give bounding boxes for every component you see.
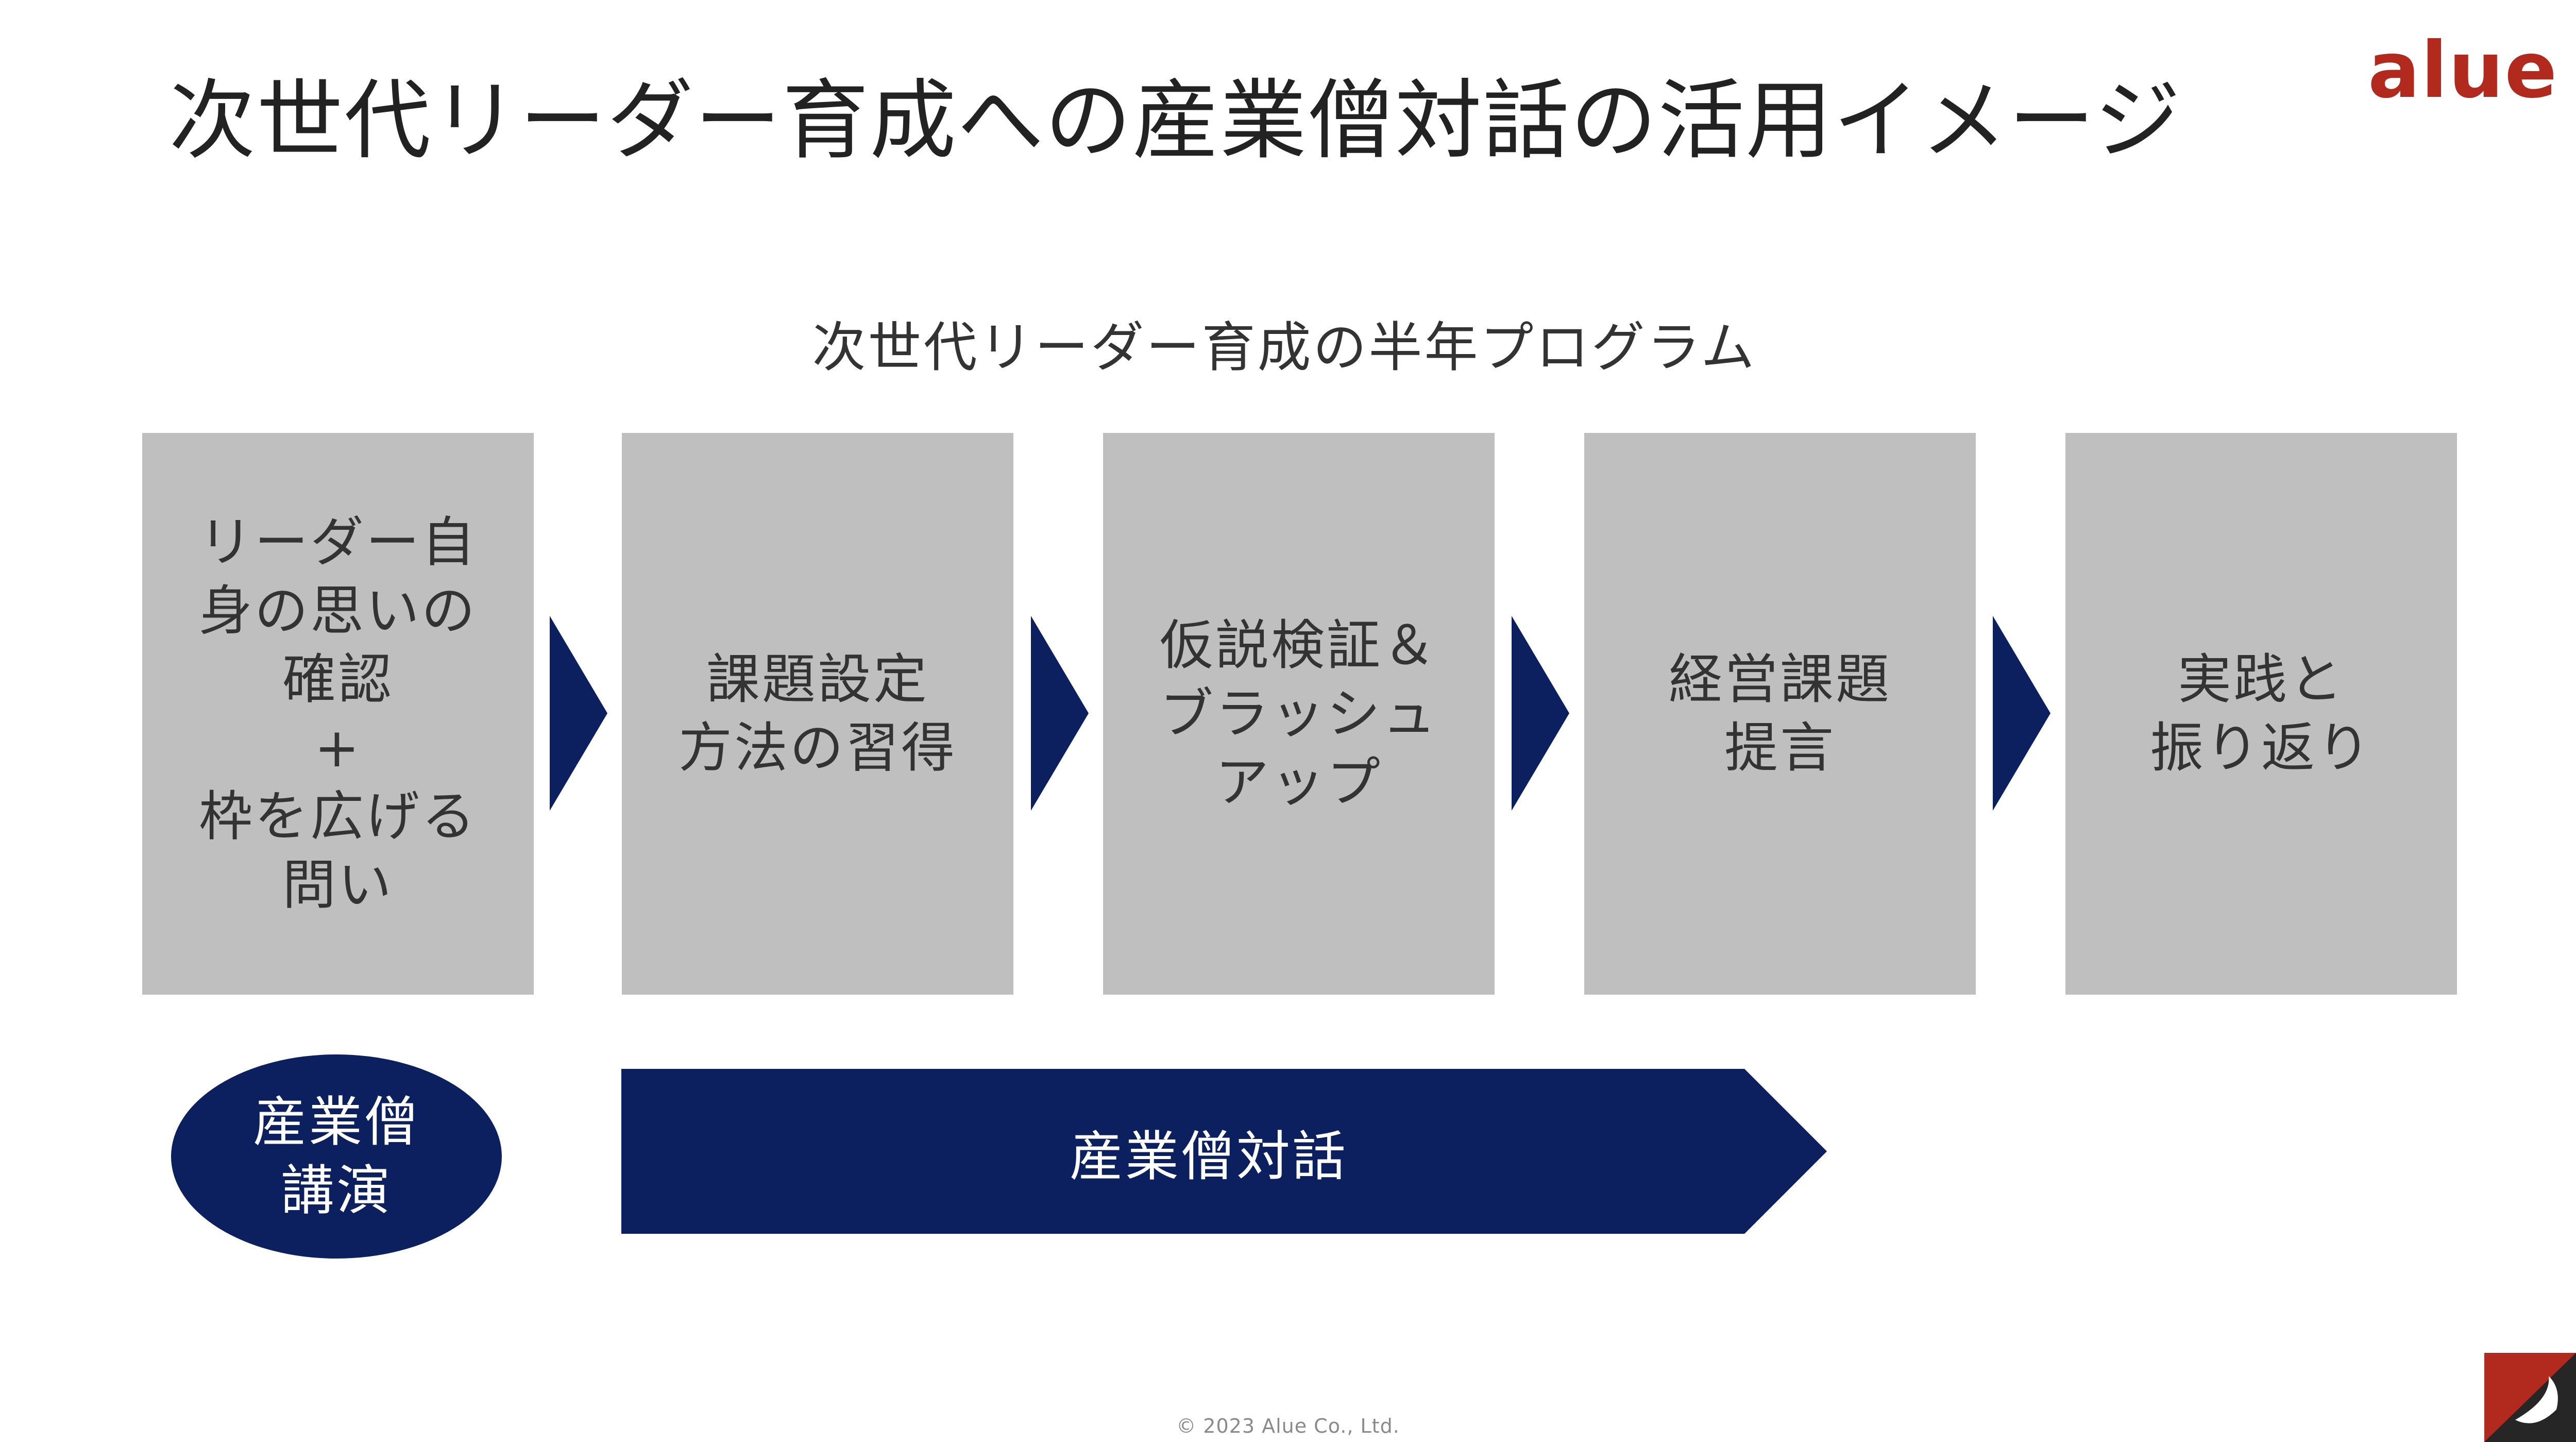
copyright-text: © 2023 Alue Co., Ltd. xyxy=(1176,1415,1400,1437)
step-label-2: 課題設定 方法の習得 xyxy=(678,648,957,779)
step-label-5: 実践と 振り返り xyxy=(2149,648,2372,779)
lecture-ellipse: 産業僧 講演 xyxy=(171,1054,502,1259)
step-label-3: 仮説検証＆ ブラッシュ アップ xyxy=(1159,613,1438,814)
step-box-2: 課題設定 方法の習得 xyxy=(622,433,1013,995)
chevron-right-icon xyxy=(1512,616,1569,811)
step-box-3: 仮説検証＆ ブラッシュ アップ xyxy=(1103,433,1495,995)
chevron-right-icon xyxy=(1031,616,1089,811)
brand-corner-icon xyxy=(2484,1353,2576,1442)
chevron-right-icon xyxy=(550,616,607,811)
dialogue-label: 産業僧対話 xyxy=(1069,1125,1348,1188)
chevron-right-icon xyxy=(1993,616,2050,811)
program-title: 次世代リーダー育成の半年プログラム xyxy=(812,316,1757,379)
lecture-label: 産業僧 講演 xyxy=(252,1091,420,1222)
step-box-1: リーダー自 身の思いの 確認 + 枠を広げる 問い xyxy=(142,433,534,995)
step-label-4: 経営課題 提言 xyxy=(1668,648,1891,779)
step-box-5: 実践と 振り返り xyxy=(2065,433,2457,995)
brand-logo: alue xyxy=(2368,26,2558,115)
slide-title: 次世代リーダー育成への産業僧対話の活用イメージ xyxy=(169,70,2182,171)
step-label-1: リーダー自 身の思いの 確認 + 枠を広げる 問い xyxy=(198,511,477,916)
step-box-4: 経営課題 提言 xyxy=(1584,433,1976,995)
dialogue-banner-arrow xyxy=(621,1069,1827,1234)
